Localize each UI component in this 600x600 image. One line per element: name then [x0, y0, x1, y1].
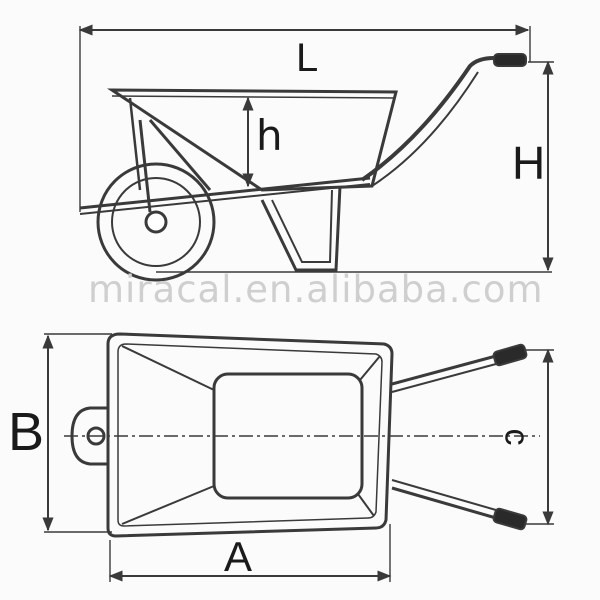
side-tray [106, 88, 398, 192]
side-grip [493, 53, 527, 67]
wheel [96, 162, 216, 282]
top-view [42, 332, 554, 582]
top-tray-outer [106, 332, 394, 538]
side-leg [260, 185, 342, 272]
top-handle-upper [391, 354, 497, 386]
label-H: H [512, 137, 546, 189]
top-grip-upper [492, 343, 528, 367]
side-view [78, 24, 554, 282]
frame-bar [79, 176, 371, 210]
top-handle-lower [391, 486, 497, 520]
label-B: B [8, 402, 45, 462]
label-C: c [497, 428, 536, 446]
top-grip-lower [492, 507, 528, 531]
label-h: h [256, 111, 283, 160]
label-L: L [296, 36, 319, 80]
label-A: A [224, 533, 253, 580]
watermark-text: miracal.en.alibaba.com [88, 268, 544, 311]
side-handle [360, 56, 495, 182]
